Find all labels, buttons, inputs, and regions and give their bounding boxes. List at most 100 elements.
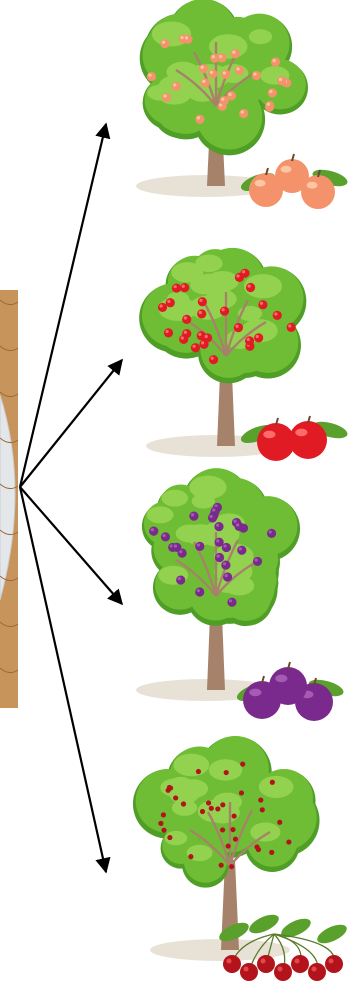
tree-crown <box>142 468 300 626</box>
foliage-highlight <box>166 62 199 83</box>
fruit-shine <box>242 270 245 273</box>
foliage-highlight <box>162 490 188 507</box>
tree-fruit <box>226 843 231 848</box>
fruit-shine <box>221 98 224 101</box>
tree-fruit <box>240 269 249 278</box>
tree-fruit <box>182 315 191 324</box>
tree-fruit <box>232 813 237 818</box>
tree-fruit <box>201 78 210 87</box>
fruit-shine <box>182 285 185 288</box>
tree-fruit <box>221 560 230 569</box>
fruit-shine <box>210 515 213 518</box>
tree-fruit <box>160 39 169 48</box>
fruit-shine <box>212 508 215 511</box>
tree-fruit <box>173 795 178 800</box>
harvested-fruit <box>235 662 346 721</box>
tree-fruit <box>235 66 244 75</box>
fruit-shine <box>162 41 165 44</box>
fruit-shine <box>216 539 219 542</box>
fruit-shine <box>197 116 200 119</box>
fruit-shine <box>281 166 292 173</box>
tree-fruit <box>237 546 246 555</box>
foliage-highlight <box>206 289 237 309</box>
tree-fruit <box>209 355 218 364</box>
fruit-shine <box>233 520 236 523</box>
fruit-shine <box>173 83 176 86</box>
tree-fruit <box>252 71 261 80</box>
fruit-shine <box>148 74 151 77</box>
fruit-shine <box>247 338 250 341</box>
tree-fruit <box>277 76 286 85</box>
tree-fruit <box>195 542 204 551</box>
tree-fruit <box>220 96 229 105</box>
tree-fruit <box>258 797 263 802</box>
tree-fruit <box>240 762 245 767</box>
peach-tree-icon <box>136 0 349 209</box>
fruit-shine <box>216 524 219 527</box>
arrow-to-plum-tree <box>20 487 122 604</box>
fruit-shine <box>288 324 291 327</box>
cherry <box>308 963 326 981</box>
tree-fruit <box>222 543 231 552</box>
fruit-shine <box>178 577 181 580</box>
fruit-shine <box>307 182 318 189</box>
fruit-shine <box>263 431 275 439</box>
foliage-highlight <box>259 776 294 798</box>
tree-fruit <box>234 323 243 332</box>
fruit-shine <box>235 325 238 328</box>
fruit-shine <box>163 94 166 97</box>
plum-tree-icon <box>136 468 345 721</box>
tree-fruit <box>271 57 280 66</box>
cherry <box>240 963 258 981</box>
foliage-highlight <box>147 506 174 523</box>
foliage-highlight <box>209 759 243 780</box>
foliage-highlight <box>250 822 280 841</box>
fruit-shine <box>212 55 215 58</box>
tree-fruit <box>195 115 204 124</box>
fruit-shine <box>199 311 202 314</box>
fruit-shine <box>255 558 258 561</box>
fruit-shine <box>162 534 165 537</box>
tree-fruit <box>220 827 225 832</box>
fruit-shine <box>279 78 282 81</box>
tree-fruit <box>208 69 217 78</box>
tree-fruit <box>209 806 214 811</box>
tree-fruit <box>256 847 261 852</box>
fruit-shine <box>248 284 251 287</box>
fruit-shine <box>273 59 276 62</box>
fruit-shine <box>192 345 195 348</box>
foliage-highlight <box>189 476 226 500</box>
foliage-highlight <box>171 262 203 282</box>
tree-fruit <box>197 309 206 318</box>
tree-fruit <box>210 54 219 63</box>
foliage-highlight <box>179 779 208 798</box>
tree-fruit <box>158 821 163 826</box>
fruit-shine <box>223 544 226 547</box>
tree-fruit <box>220 802 225 807</box>
fruit-shine <box>261 959 266 964</box>
fruit-shine <box>184 331 187 334</box>
tree-fruit <box>268 88 277 97</box>
tree-fruit <box>224 770 229 775</box>
tree-fruit <box>162 93 171 102</box>
tree-fruit <box>254 333 263 342</box>
tree-fruit <box>286 839 291 844</box>
fruit-shine <box>249 689 261 697</box>
tree-fruit <box>233 836 238 841</box>
tree-fruit <box>147 72 156 81</box>
tree-fruit <box>221 70 230 79</box>
tree-fruit <box>172 283 181 292</box>
fruit-shine <box>229 599 232 602</box>
fruit-shine <box>295 429 307 437</box>
fruit-shine <box>174 544 177 547</box>
fruit-shine <box>239 547 242 550</box>
tree-fruit <box>230 827 235 832</box>
tree-fruit <box>164 328 173 337</box>
tree-fruit <box>196 769 201 774</box>
tree-fruit <box>176 575 185 584</box>
tree-fruit <box>245 336 254 345</box>
tree-fruit <box>269 850 274 855</box>
fruit-shine <box>236 274 239 277</box>
fruit-shine <box>275 675 287 683</box>
